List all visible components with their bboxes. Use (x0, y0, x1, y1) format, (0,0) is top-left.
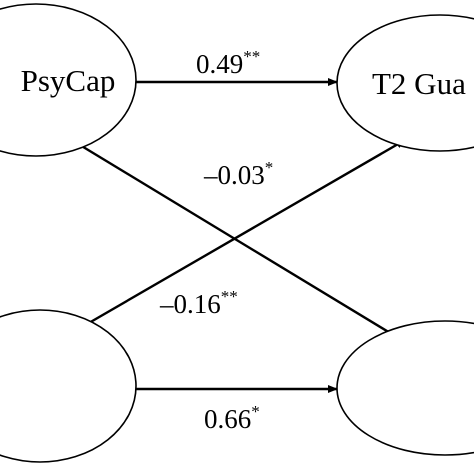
node-t1-bottom (0, 309, 137, 463)
node-t1-psycap: PsyCap (0, 3, 137, 157)
coef-psycap-to-guanxi-value: 0.49 (196, 49, 243, 79)
edge-psycap-to-bottom (74, 140, 406, 344)
coef-bottom-to-bottom-sig: * (251, 402, 260, 421)
coef-psycap-to-bottom-sig: * (265, 158, 274, 177)
coef-bottom-to-guanxi-value: –0.16 (159, 289, 221, 319)
coef-bottom-to-bottom-value: 0.66 (204, 404, 251, 434)
edge-bottom-to-guanxi (74, 138, 406, 333)
node-t2-guanxi: T2 Gua (336, 14, 474, 152)
coef-psycap-to-bottom: –0.03* (203, 158, 273, 190)
node-t1-psycap-label: PsyCap (21, 63, 116, 98)
coef-bottom-to-guanxi-sig: ** (221, 287, 238, 306)
coef-bottom-to-guanxi: –0.16** (159, 287, 238, 319)
node-t2-bottom (336, 320, 474, 456)
coef-bottom-to-bottom: 0.66* (204, 402, 260, 434)
coef-psycap-to-guanxi: 0.49** (196, 47, 260, 79)
node-t2-guanxi-label: T2 Gua (372, 66, 466, 101)
coef-psycap-to-bottom-value: –0.03 (203, 160, 265, 190)
coef-psycap-to-guanxi-sig: ** (243, 47, 260, 66)
